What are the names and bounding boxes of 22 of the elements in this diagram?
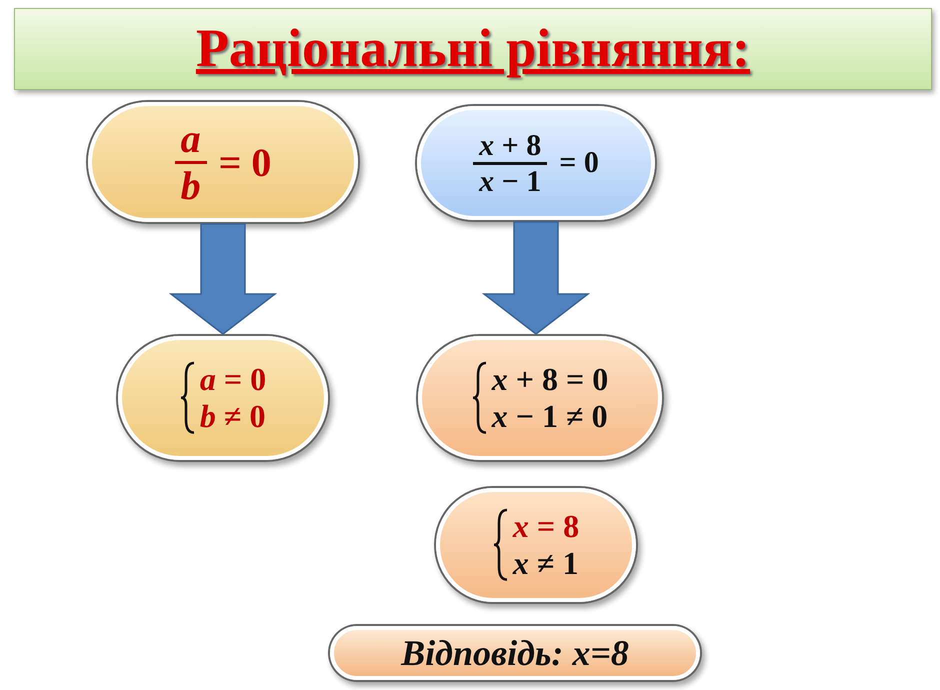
fraction-denominator: b: [180, 164, 201, 208]
fraction-numerator: x + 8: [473, 128, 548, 164]
equation-line: a = 0: [200, 361, 266, 398]
block-arrow: [168, 223, 278, 335]
equation-text: = 0: [218, 138, 272, 186]
rounded-box: [436, 488, 636, 602]
rounded-box: [88, 102, 358, 222]
equation-text: = 0: [559, 146, 599, 180]
title: Раціональні рівняння:: [196, 17, 750, 79]
fraction-numerator: a: [174, 116, 207, 164]
answer-text: Відповідь: x=8: [401, 632, 629, 674]
rounded-box: [330, 626, 700, 680]
equation-line: x + 8 = 0: [492, 361, 608, 398]
rounded-box: [417, 106, 655, 220]
equation-line: x − 1 ≠ 0: [492, 398, 608, 435]
block-arrow: [482, 221, 590, 335]
equation-line: x = 8: [512, 508, 580, 545]
rounded-box: [418, 336, 662, 460]
rounded-box: [118, 336, 328, 460]
equation-line: b ≠ 0: [200, 398, 266, 435]
equation-line: x ≠ 1: [512, 545, 580, 582]
fraction-denominator: x − 1: [479, 164, 542, 198]
